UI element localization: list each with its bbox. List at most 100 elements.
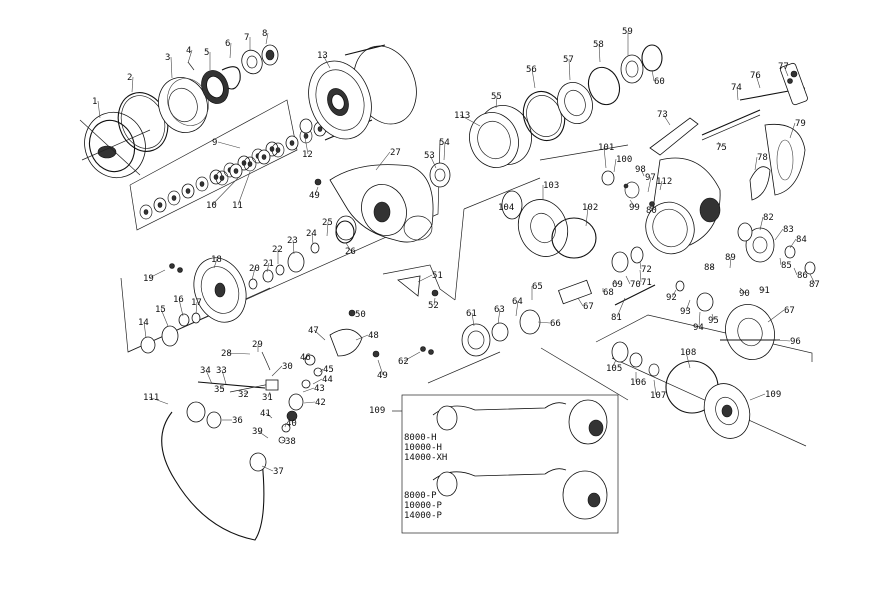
lower-model-2: 10000-P — [404, 501, 443, 511]
leader-line — [749, 393, 766, 401]
leader-line — [783, 65, 789, 77]
part-label-99: 99 — [629, 203, 640, 213]
leader-line — [205, 369, 213, 385]
drag-washer-hole — [317, 126, 323, 132]
leader-line — [265, 32, 269, 45]
leader-line — [653, 379, 657, 396]
part-label-31: 31 — [262, 393, 273, 403]
drive-gear-group — [611, 280, 780, 439]
leader-line — [303, 401, 316, 404]
leader-line — [775, 339, 791, 342]
part-label-17: 17 — [191, 298, 202, 308]
leader-line — [649, 204, 653, 211]
leader-line — [639, 261, 642, 270]
leader-line — [319, 368, 324, 373]
leader-line — [429, 154, 437, 169]
part-label-41: 41 — [260, 409, 271, 419]
part-label-34: 34 — [200, 366, 211, 376]
leader-line — [809, 273, 816, 285]
reel-body-72 — [645, 62, 808, 255]
leader-line — [284, 422, 287, 428]
leader-line — [187, 49, 193, 64]
part-label-21: 21 — [263, 259, 274, 269]
leader-line — [281, 439, 286, 442]
drag-washer-hole — [261, 154, 267, 160]
part-label-7: 7 — [244, 33, 249, 43]
part-label-113: 113 — [454, 111, 470, 121]
leader-line — [568, 58, 571, 81]
part-label-55: 55 — [491, 92, 502, 102]
leader-line — [711, 313, 715, 321]
part-label-79: 79 — [795, 119, 806, 129]
drag-washer-hole — [143, 209, 149, 215]
leader-line — [195, 301, 198, 315]
leader-line — [625, 275, 631, 285]
leader-line — [685, 299, 691, 312]
part-label-37: 37 — [273, 467, 284, 477]
leader-line — [611, 359, 617, 369]
part-label-86: 86 — [797, 271, 808, 281]
drag-washer — [271, 142, 285, 158]
part-label-11: 11 — [232, 201, 243, 211]
part-label-63: 63 — [494, 305, 505, 315]
part-label-9: 9 — [212, 138, 217, 148]
part-label-102: 102 — [582, 203, 598, 213]
part-label-30: 30 — [282, 362, 293, 372]
part-label-28: 28 — [221, 349, 232, 359]
drag-washer-hole — [219, 175, 225, 181]
part-label-84: 84 — [796, 235, 807, 245]
part-label-8: 8 — [262, 29, 267, 39]
part-label-73: 73 — [657, 110, 668, 120]
leader-line — [613, 279, 619, 285]
part-label-89: 89 — [725, 253, 736, 263]
part-label-105: 105 — [606, 364, 622, 374]
side-plate-group — [140, 220, 355, 354]
leader-line — [616, 297, 626, 318]
leader-line — [739, 287, 746, 294]
part-label-42: 42 — [315, 398, 326, 408]
leader-line — [257, 430, 269, 439]
part-label-60: 60 — [654, 77, 665, 87]
drag-washer — [139, 204, 153, 220]
spool-cap-group — [79, 44, 279, 179]
part-label-54: 54 — [439, 138, 450, 148]
part-label-39: 39 — [252, 427, 263, 437]
leader-line — [603, 146, 607, 169]
leader-line — [577, 297, 584, 307]
part-label-107: 107 — [650, 391, 666, 401]
leader-line — [698, 311, 701, 328]
part-label-88: 88 — [704, 263, 715, 273]
rotor-ring-group-53-60 — [429, 44, 663, 188]
part-label-45: 45 — [323, 365, 334, 375]
leader-line — [789, 238, 797, 249]
part-label-59: 59 — [622, 27, 633, 37]
leader-line — [314, 186, 319, 196]
part-label-104: 104 — [498, 203, 514, 213]
drag-washer-hole — [233, 168, 239, 174]
drag-washer-hole — [289, 140, 295, 146]
leader-line — [629, 199, 636, 208]
part-label-49: 49 — [309, 191, 320, 201]
leader-line — [261, 465, 274, 472]
leader-line — [613, 158, 617, 173]
leader-line — [143, 321, 147, 339]
leader-line — [443, 141, 446, 161]
part-label-22: 22 — [272, 245, 283, 255]
leader-line — [178, 298, 184, 317]
part-label-13: 13 — [317, 51, 328, 61]
part-label-43: 43 — [314, 384, 325, 394]
leader-line — [311, 232, 314, 245]
leader-line — [266, 262, 270, 273]
leader-line — [403, 351, 421, 362]
part-label-14: 14 — [138, 318, 149, 328]
handle-model-text: 109 8000-H 10000-H 14000-XH 8000-P 10000… — [369, 406, 447, 521]
leader-line — [717, 141, 723, 148]
part-label-66: 66 — [550, 319, 561, 329]
part-label-51: 51 — [432, 271, 443, 281]
part-label-82: 82 — [763, 213, 774, 223]
part-label-12: 12 — [302, 150, 313, 160]
part-label-62: 62 — [398, 357, 409, 367]
part-label-16: 16 — [173, 295, 184, 305]
